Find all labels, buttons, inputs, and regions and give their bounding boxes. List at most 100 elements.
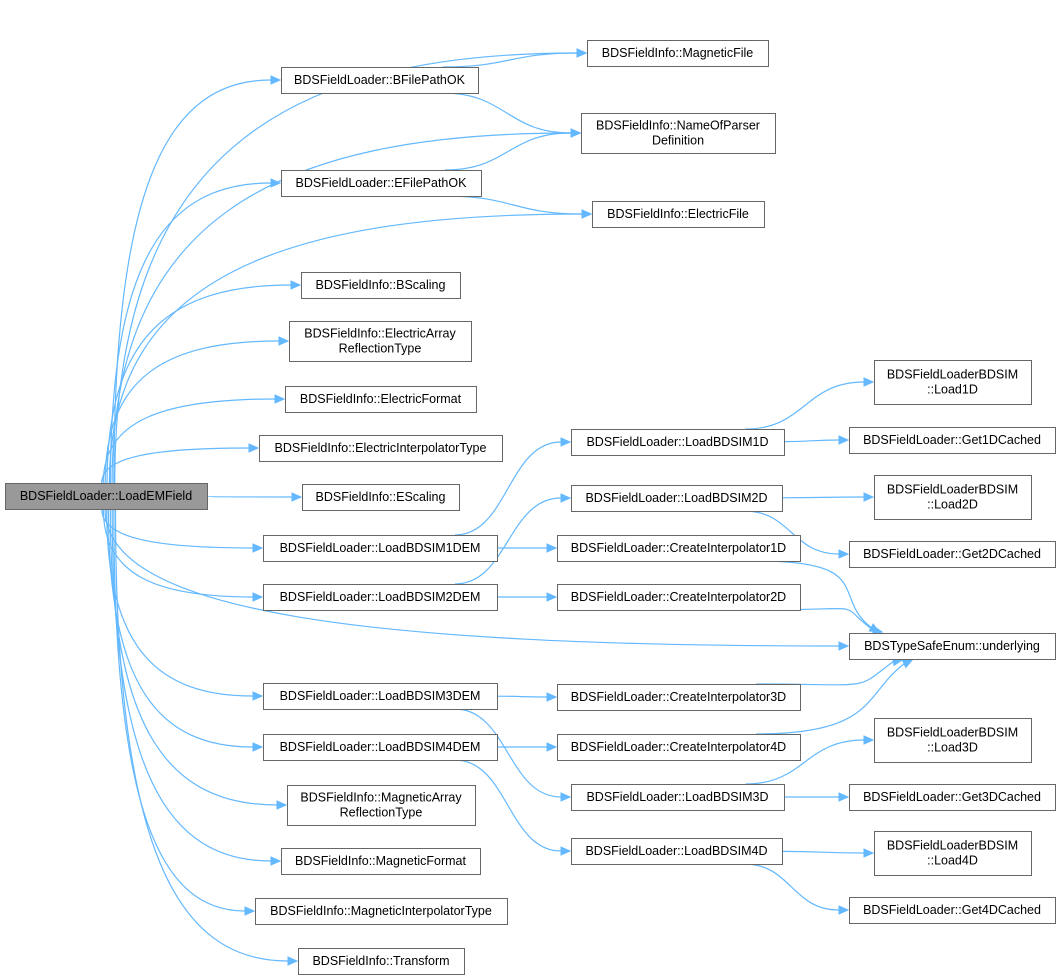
node-bdsfieldloaderbdsim-load3d[interactable]: BDSFieldLoaderBDSIM::Load3D [874, 718, 1032, 763]
node-bdsfieldloader-loadbdsim4dem[interactable]: BDSFieldLoader::LoadBDSIM4DEM [263, 734, 498, 761]
node-label: ReflectionType [340, 806, 423, 820]
edge-root-to-load4dem [107, 508, 264, 752]
node-label: BDSFieldLoader::Get2DCached [863, 547, 1041, 561]
node-label: BDSFieldInfo::MagneticArray [300, 791, 462, 805]
arrowhead-icon [252, 691, 264, 701]
node-bdsfieldinfo-transform[interactable]: BDSFieldInfo::Transform [298, 948, 465, 975]
node-bdsfieldloader-createinterpolator1d[interactable]: BDSFieldLoader::CreateInterpolator1D [557, 535, 801, 562]
node-box [571, 429, 785, 456]
node-bdsfieldloader-loadbdsim3dem[interactable]: BDSFieldLoader::LoadBDSIM3DEM [263, 683, 498, 710]
edge-line [756, 660, 894, 686]
node-label: BDSFieldInfo::MagneticFormat [295, 854, 466, 868]
node-label: BDSFieldInfo::ElectricInterpolatorType [275, 441, 487, 455]
node-bdsfieldloader-loadbdsim2dem[interactable]: BDSFieldLoader::LoadBDSIM2DEM [263, 584, 498, 611]
node-bdsfieldinfo-magneticinterpolatortype[interactable]: BDSFieldInfo::MagneticInterpolatorType [255, 898, 508, 925]
node-bdsfieldloader-loademfield[interactable]: BDSFieldLoader::LoadEMField [5, 483, 208, 510]
node-label: BDSFieldLoader::LoadEMField [20, 489, 192, 503]
node-box [287, 785, 476, 826]
edge-load3dem-to-ci3 [496, 692, 558, 702]
node-box [263, 734, 498, 761]
edge-line [744, 863, 840, 911]
edge-line [113, 508, 246, 912]
edge-line [114, 52, 578, 484]
arrowhead-icon [863, 377, 875, 387]
edge-loadB2-to-g2 [744, 510, 850, 559]
node-bdsfieldloader-efilepathok[interactable]: BDSFieldLoader::EFilePathOK [281, 170, 482, 197]
edge-load1dem-to-loadB1 [454, 437, 572, 536]
node-bdsfieldloader-loadbdsim3d[interactable]: BDSFieldLoader::LoadBDSIM3D [571, 784, 785, 811]
node-bdsfieldinfo-escaling[interactable]: BDSFieldInfo::EScaling [302, 484, 460, 511]
edge-line [454, 759, 562, 852]
node-label: BDSFieldLoader::LoadBDSIM3DEM [280, 689, 481, 703]
edge-line [206, 495, 293, 498]
edge-root-to-elecArr [104, 336, 290, 484]
node-label: ::Load3D [927, 741, 978, 755]
node-bdsfieldloader-createinterpolator3d[interactable]: BDSFieldLoader::CreateInterpolator3D [557, 684, 801, 711]
node-bdsfieldloader-get1dcached[interactable]: BDSFieldLoader::Get1DCached [849, 427, 1056, 454]
node-bdsfieldloader-loadbdsim1dem[interactable]: BDSFieldLoader::LoadBDSIM1DEM [263, 535, 498, 562]
node-bdsfieldinfo-electricarray-reflectiontype[interactable]: BDSFieldInfo::ElectricArrayReflectionTyp… [289, 321, 472, 362]
node-bdsfieldloader-bfilepathok[interactable]: BDSFieldLoader::BFilePathOK [281, 67, 479, 94]
node-bdsfieldloaderbdsim-load4d[interactable]: BDSFieldLoaderBDSIM::Load4D [874, 831, 1032, 876]
node-bdsfieldinfo-electricformat[interactable]: BDSFieldInfo::ElectricFormat [285, 386, 477, 413]
node-box [263, 584, 498, 611]
arrowhead-icon [581, 209, 593, 219]
node-box [557, 684, 801, 711]
edge-line [454, 708, 562, 798]
node-bdsfieldloader-get2dcached[interactable]: BDSFieldLoader::Get2DCached [849, 541, 1056, 568]
node-bdsfieldinfo-magneticformat[interactable]: BDSFieldInfo::MagneticFormat [281, 848, 481, 875]
edge-loadB4-to-l4d [781, 848, 875, 858]
node-box [571, 485, 783, 512]
edge-root-to-magInterp [113, 508, 256, 916]
node-bdsfieldinfo-magneticfile[interactable]: BDSFieldInfo::MagneticFile [587, 40, 769, 67]
node-label: ::Load1D [927, 383, 978, 397]
node-label: ::Load4D [927, 854, 978, 868]
edge-line [745, 739, 865, 785]
edge-line [102, 398, 276, 484]
arrowhead-icon [838, 641, 850, 651]
edge-root-to-underlying [104, 508, 850, 651]
edge-line [109, 508, 278, 806]
node-bdsfieldloader-loadbdsim4d[interactable]: BDSFieldLoader::LoadBDSIM4D [571, 838, 783, 865]
node-box [285, 386, 477, 413]
edge-load3dem-to-loadB3 [454, 708, 572, 802]
edge-loadB3-to-g3 [783, 792, 850, 802]
node-box [263, 683, 498, 710]
node-box [281, 170, 482, 197]
edge-line [104, 340, 280, 484]
node-label: BDSFieldInfo::BScaling [316, 278, 446, 292]
node-bdsfieldinfo-magneticarray-reflectiontype[interactable]: BDSFieldInfo::MagneticArrayReflectionTyp… [287, 785, 476, 826]
arrowhead-icon [287, 956, 299, 966]
node-bdsfieldinfo-electricfile[interactable]: BDSFieldInfo::ElectricFile [592, 201, 765, 228]
node-bdsfieldloader-createinterpolator2d[interactable]: BDSFieldLoader::CreateInterpolator2D [557, 584, 801, 611]
node-bdsfieldinfo-electricinterpolatortype[interactable]: BDSFieldInfo::ElectricInterpolatorType [259, 435, 503, 462]
node-box [571, 784, 785, 811]
arrowhead-icon [560, 846, 572, 856]
edge-layer [101, 48, 914, 966]
edge-root-to-load1dem [101, 508, 264, 553]
arrowhead-icon [546, 692, 558, 702]
edge-load2dem-to-loadB2 [454, 493, 572, 585]
node-bdsfieldloaderbdsim-load1d[interactable]: BDSFieldLoaderBDSIM::Load1D [874, 360, 1032, 405]
node-bdsfieldloader-get3dcached[interactable]: BDSFieldLoader::Get3DCached [849, 784, 1056, 811]
node-box [255, 898, 508, 925]
arrowhead-icon [838, 549, 850, 559]
node-label: BDSFieldInfo::Transform [312, 954, 449, 968]
node-bdsfieldloader-createinterpolator4d[interactable]: BDSFieldLoader::CreateInterpolator4D [557, 734, 801, 761]
node-bdsfieldinfo-bscaling[interactable]: BDSFieldInfo::BScaling [301, 272, 461, 299]
edge-line [106, 284, 292, 484]
node-bdsfieldloader-loadbdsim1d[interactable]: BDSFieldLoader::LoadBDSIM1D [571, 429, 785, 456]
node-bdstypesafeenum-underlying[interactable]: BDSTypeSafeEnum::underlying [849, 633, 1056, 660]
node-bdsfieldloader-loadbdsim2d[interactable]: BDSFieldLoader::LoadBDSIM2D [571, 485, 783, 512]
node-box [592, 201, 765, 228]
edge-loadB4-to-g4 [744, 863, 850, 915]
node-bdsfieldloaderbdsim-load2d[interactable]: BDSFieldLoaderBDSIM::Load2D [874, 475, 1032, 520]
node-bdsfieldloader-get4dcached[interactable]: BDSFieldLoader::Get4DCached [849, 897, 1056, 924]
node-box [571, 838, 783, 865]
arrowhead-icon [278, 336, 290, 346]
arrowhead-icon [570, 128, 582, 138]
node-label: BDSFieldLoaderBDSIM [887, 726, 1018, 740]
edge-ci4-to-underlying [756, 659, 914, 735]
edge-root-to-eScaling [206, 492, 303, 502]
